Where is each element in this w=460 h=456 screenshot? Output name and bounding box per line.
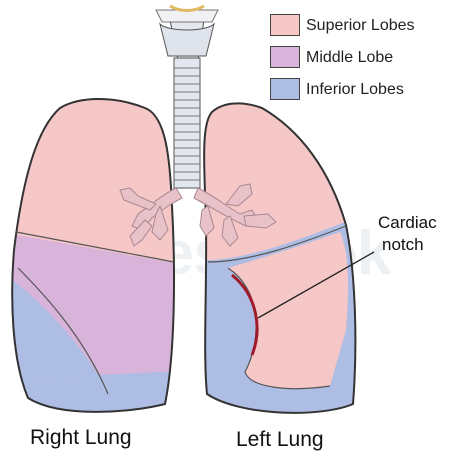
trachea — [155, 4, 219, 189]
legend-label-inferior: Inferior Lobes — [306, 81, 404, 98]
right-lung-outline — [11, 98, 175, 413]
cardiac-notch-pointer — [257, 251, 375, 319]
cardiac-notch-label-line1: Cardiac — [378, 213, 437, 232]
legend-swatch-superior — [270, 14, 300, 36]
left-lung-label: Left Lung — [236, 428, 324, 451]
cardiac-notch-label-line2: notch — [382, 235, 424, 254]
bronchi — [119, 183, 277, 247]
legend-swatch-middle — [270, 46, 300, 68]
legend-swatch-inferior — [270, 78, 300, 100]
right-lung-label: Right Lung — [30, 426, 132, 449]
right-lung — [12, 99, 175, 412]
legend-label-superior: Superior Lobes — [306, 17, 415, 34]
left-lung — [204, 103, 356, 413]
cardiac-notch-mark — [231, 273, 259, 356]
legend-label-middle: Middle Lobe — [306, 49, 394, 66]
